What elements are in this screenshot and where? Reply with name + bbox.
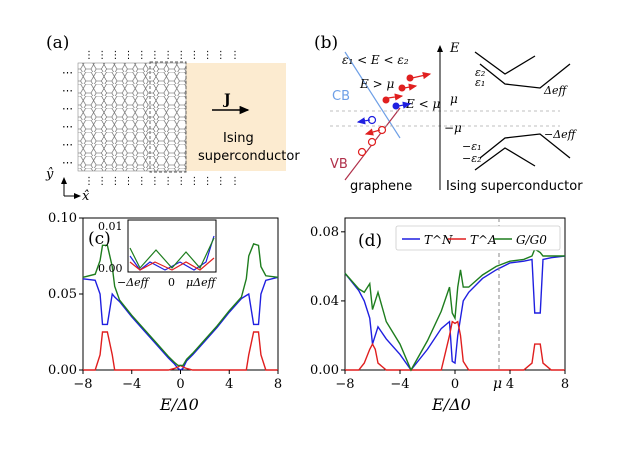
lattice-dots-left: ⋯ ⋯ ⋯ ⋯ ⋯ ⋯ [62, 66, 73, 169]
graphene-contact-box [149, 61, 187, 173]
neg-mu-label: −μ [444, 121, 462, 135]
svg-text:⋮ ⋮ ⋮ ⋮ ⋮ ⋮ ⋮ ⋮ ⋮ ⋮ ⋮: ⋮ ⋮ ⋮ ⋮ ⋮ ⋮ ⋮ ⋮ ⋮ ⋮ ⋮ [84, 50, 226, 61]
y-tick-label: 0.00 [48, 363, 77, 378]
legend-box [395, 225, 561, 251]
axis-x-label: x̂ [82, 189, 90, 204]
panel-b-label: (b) [314, 33, 338, 53]
x-tick-label: 4 [506, 377, 514, 392]
panel-c: −8 −4 0 4 8 0.00 0.05 0.10 (c) 0.01 0.00 −Δeff … [48, 211, 282, 414]
plot-c-ticks: −8 −4 0 4 8 0.00 0.05 0.10 [48, 211, 282, 392]
eps1-label: ε₁ [475, 76, 485, 89]
series-gg0 [82, 242, 279, 367]
series-tn [344, 255, 566, 372]
delta-eff-label: Δeff [543, 84, 568, 97]
svg-text:⋮: ⋮ [230, 50, 240, 61]
x-tick-label: 8 [561, 377, 569, 392]
inset-xtick-neg: −Δeff [117, 276, 151, 289]
cond-eps-label: ε₁ < E < ε₂ [342, 53, 409, 67]
plot-c-inset: 0.01 0.00 −Δeff 0 μΔeff [98, 219, 218, 289]
cb-band [344, 51, 401, 139]
legend-ta: T^A [470, 233, 497, 247]
inset-ytick-top: 0.01 [98, 220, 123, 233]
plot-d-ticks: −8 −4 0 4 8 0.00 0.04 0.08 μ [310, 225, 569, 392]
graphene-label: graphene [350, 179, 412, 194]
energy-axis-label: E [449, 41, 460, 56]
plot-c-xlabel: E/Δ0 [159, 395, 199, 414]
x-tick-label: −4 [390, 377, 409, 392]
superconductor-region [186, 63, 286, 171]
svg-text:⋮: ⋮ [230, 176, 240, 187]
lattice-dots-top: ⋮ ⋮ ⋮ ⋮ ⋮ ⋮ ⋮ ⋮ ⋮ ⋮ ⋮ ⋮ ⋮ ⋮ ⋮ ⋮ ⋮ ⋮ ⋮ ⋮ … [84, 50, 240, 187]
panel-a-label: (a) [46, 33, 69, 53]
x-tick-label: −8 [335, 377, 354, 392]
plot-d-legend: T^N T^A G/G0 [395, 225, 561, 251]
inset-ytick-zero: 0.00 [98, 262, 123, 275]
series-ta [345, 320, 565, 371]
x-tick-label: 8 [274, 377, 282, 392]
plot-d-series [344, 218, 566, 372]
legend-g: G/G0 [516, 233, 547, 247]
mu-label: μ [450, 92, 458, 106]
graphene-sheet [77, 62, 187, 172]
series-gg0 [344, 248, 565, 372]
panel-d: −8 −4 0 4 8 0.00 0.04 0.08 μ (d) T^N T^A G/G0 E/… [310, 217, 569, 414]
y-tick-label: 0.04 [310, 294, 339, 309]
legend-tn: T^N [424, 233, 453, 247]
x-tick-label: −8 [73, 377, 92, 392]
panel-d-label: (d) [358, 231, 382, 251]
y-tick-label: 0.05 [48, 287, 77, 302]
svg-text:⋯: ⋯ [62, 120, 73, 133]
inset-xtick-pos: μΔeff [186, 276, 218, 289]
series-ta [83, 331, 278, 371]
panel-c-label: (c) [88, 229, 111, 249]
x-tick-label: 0 [176, 377, 184, 392]
sc-label-line2: superconductor [198, 149, 300, 164]
inset-frame [127, 219, 217, 273]
x-tick-label: 4 [225, 377, 233, 392]
current-label: J [222, 92, 231, 108]
y-tick-label: 0.00 [310, 363, 339, 378]
svg-text:⋯: ⋯ [62, 102, 73, 115]
plot-d-xlabel: E/Δ0 [431, 395, 471, 414]
electron-dots [356, 72, 432, 157]
sc-bands [474, 51, 571, 171]
svg-text:⋮ ⋮ ⋮ ⋮ ⋮ ⋮ ⋮ ⋮ ⋮ ⋮ ⋮: ⋮ ⋮ ⋮ ⋮ ⋮ ⋮ ⋮ ⋮ ⋮ ⋮ ⋮ [84, 176, 226, 187]
y-tick-label: 0.08 [310, 225, 339, 240]
axis-y-label: ŷ [45, 167, 54, 182]
sc-band-label: Ising superconductor [446, 179, 583, 194]
vb-label: VB [330, 157, 348, 172]
panel-b: (b) CB VB graphene ε₁ < E < ε₂ E > μ E <… [314, 33, 583, 194]
panel-a: (a) ⋮ ⋮ ⋮ ⋮ ⋮ ⋮ ⋮ ⋮ ⋮ ⋮ ⋮ ⋮ ⋮ ⋮ ⋮ ⋮ ⋮ ⋮ … [45, 33, 300, 204]
sc-label-line1: Ising [223, 131, 254, 146]
x-tick-label: −4 [122, 377, 141, 392]
eps2-label: ε₂ [475, 66, 485, 79]
neg-eps2-label: −ε₂ [462, 152, 482, 165]
svg-text:⋯: ⋯ [62, 138, 73, 151]
neg-eps1-label: −ε₁ [462, 140, 482, 153]
svg-text:⋯: ⋯ [62, 84, 73, 97]
cond-e-gt-mu-label: E > μ [359, 77, 394, 91]
axes-indicator: ŷ x̂ [45, 167, 90, 204]
y-tick-label: 0.10 [48, 211, 77, 226]
cond-e-lt-mu-label: E < μ [405, 97, 440, 111]
inset-g-line [129, 237, 215, 270]
inset-ta-line [129, 257, 215, 271]
neg-delta-eff-label: −Δeff [544, 128, 578, 141]
svg-text:⋯: ⋯ [62, 156, 73, 169]
cb-label: CB [332, 89, 350, 104]
x-tick-label: 0 [451, 377, 459, 392]
mu-marker-label: μ [493, 376, 502, 392]
svg-text:⋯: ⋯ [62, 66, 73, 79]
inset-xtick-zero: 0 [168, 276, 175, 289]
